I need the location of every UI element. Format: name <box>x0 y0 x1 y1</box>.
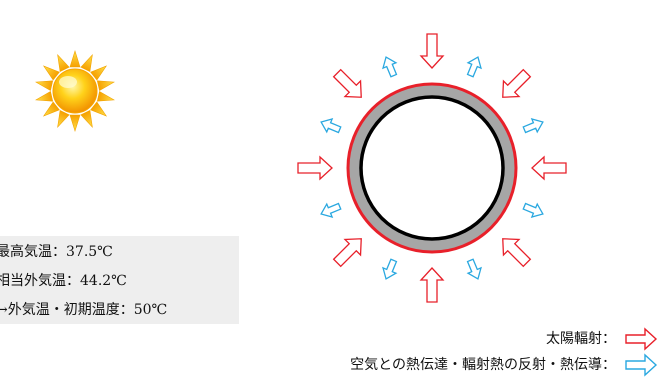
sun-ray <box>57 54 70 72</box>
sun-ray <box>96 91 115 102</box>
pipe-outer-edge <box>346 82 518 254</box>
outward-arrow-icon <box>466 258 482 280</box>
inward-arrow-icon <box>419 33 445 69</box>
sun-ray <box>57 110 70 128</box>
sun-ray <box>42 65 60 81</box>
outdoor-initial-temperature-text: →外気温・初期温度：50℃ <box>0 302 168 318</box>
inward-arrow-icon <box>332 68 362 98</box>
max-temperature-text: 最高気温：37.5℃ <box>0 244 113 260</box>
sun-ray <box>69 49 81 68</box>
legend-solar-arrow-icon <box>625 327 658 351</box>
inward-arrow-icon <box>419 267 445 303</box>
inward-arrow-icon <box>531 155 567 181</box>
inward-arrow-icon <box>332 238 362 268</box>
sun-ray <box>96 80 115 91</box>
legend-heat-label: 空気との熱伝達・輻射熱の反射・熱伝導： <box>350 357 616 373</box>
sun-ray <box>42 101 60 117</box>
sun-ray <box>80 110 93 128</box>
legend-solar-label: 太陽輻射： <box>546 331 616 347</box>
sun-ray <box>69 114 81 133</box>
legend-heat-arrow-icon <box>625 353 658 377</box>
outward-arrow-icon <box>382 258 398 280</box>
sun-ray <box>90 65 108 81</box>
sun-ray <box>35 80 54 91</box>
inward-arrow-icon <box>297 155 333 181</box>
outward-arrow-icon <box>522 118 544 134</box>
outward-arrow-icon <box>522 202 544 218</box>
pipe-inner-bore <box>359 95 505 241</box>
outward-arrow-icon <box>382 56 398 78</box>
sun-ray <box>35 91 54 102</box>
heat-flow-arrows <box>297 33 567 303</box>
outward-arrow-icon <box>466 56 482 78</box>
sun-ray <box>90 101 108 117</box>
sun-icon <box>35 49 115 133</box>
sun-ray <box>80 54 93 72</box>
equivalent-outdoor-temperature-text: 相当外気温：44.2℃ <box>0 273 127 289</box>
inward-arrow-icon <box>502 68 532 98</box>
outward-arrow-icon <box>320 202 342 218</box>
conditions-box: 最高気温：37.5℃ 相当外気温：44.2℃ →外気温・初期温度：50℃ <box>0 236 239 324</box>
inward-arrow-icon <box>502 238 532 268</box>
outward-arrow-icon <box>320 118 342 134</box>
pipe-cross-section <box>346 82 518 254</box>
